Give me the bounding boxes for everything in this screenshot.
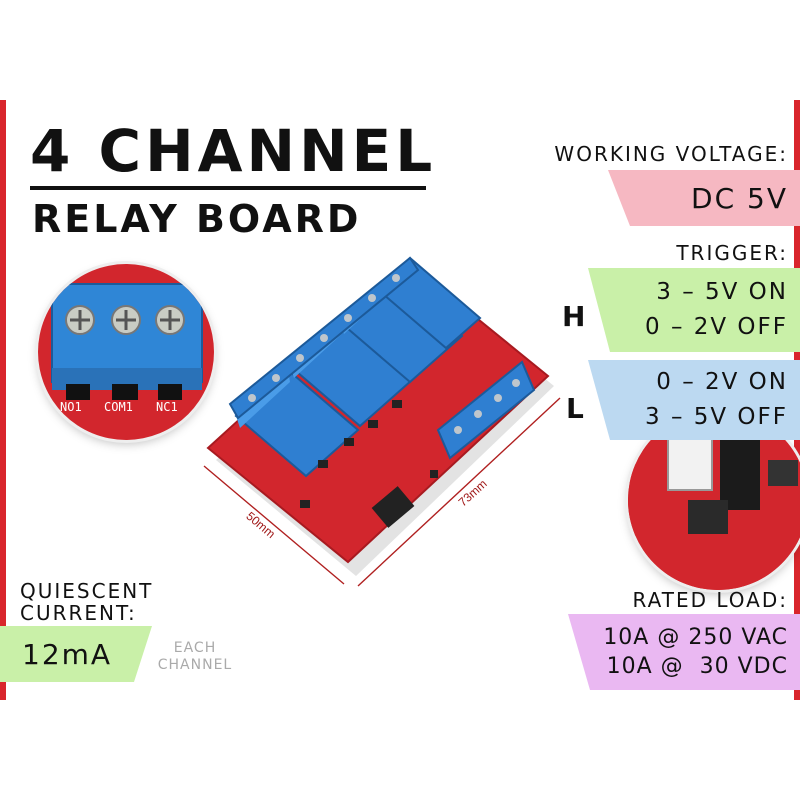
each-channel-line-2: CHANNEL: [157, 657, 233, 673]
each-channel-line-1: EACH: [173, 640, 217, 656]
quiescent-label-line-1: QUIESCENT: [20, 579, 154, 603]
rated-load-label: RATED LOAD:: [632, 588, 788, 612]
rated-load-line-2: 10A @ 30 VDC: [606, 654, 788, 679]
trigger-label: TRIGGER:: [676, 241, 788, 265]
title-main: 4 CHANNEL: [30, 117, 437, 185]
each-channel-note: EACH CHANNEL: [150, 640, 240, 674]
terminal-label-com1: COM1: [104, 400, 133, 414]
trigger-high-line-2: 0 – 2V OFF: [645, 314, 788, 340]
trigger-low-band: 0 – 2V ON 3 – 5V OFF: [588, 360, 800, 440]
trigger-low-line-2: 3 – 5V OFF: [645, 404, 788, 430]
left-red-border: [0, 100, 6, 700]
working-voltage-label: WORKING VOLTAGE:: [554, 142, 788, 166]
quiescent-current-label: QUIESCENT CURRENT:: [20, 580, 153, 624]
terminal-label-nc1: NC1: [156, 400, 178, 414]
trigger-low-line-1: 0 – 2V ON: [656, 369, 788, 395]
trigger-low-letter: L: [566, 392, 584, 425]
trigger-high-band: 3 – 5V ON 0 – 2V OFF: [588, 268, 800, 352]
working-voltage-value: DC 5V: [691, 181, 788, 215]
rated-load-band: 10A @ 250 VAC 10A @ 30 VDC: [568, 614, 800, 690]
trigger-high-letter: H: [562, 300, 586, 333]
quiescent-current-band: 12mA: [0, 626, 152, 682]
quiescent-current-value: 12mA: [22, 637, 113, 671]
terminal-closeup: NO1 COM1 NC1: [38, 264, 214, 440]
terminal-label-no1: NO1: [60, 400, 82, 414]
rated-load-line-1: 10A @ 250 VAC: [603, 625, 788, 650]
quiescent-label-line-2: CURRENT:: [20, 601, 137, 625]
title-underline: [30, 186, 426, 190]
jumper-closeup: [628, 410, 800, 590]
working-voltage-band: DC 5V: [608, 170, 800, 226]
title-sub: RELAY BOARD: [32, 197, 362, 241]
trigger-high-line-1: 3 – 5V ON: [656, 279, 788, 305]
